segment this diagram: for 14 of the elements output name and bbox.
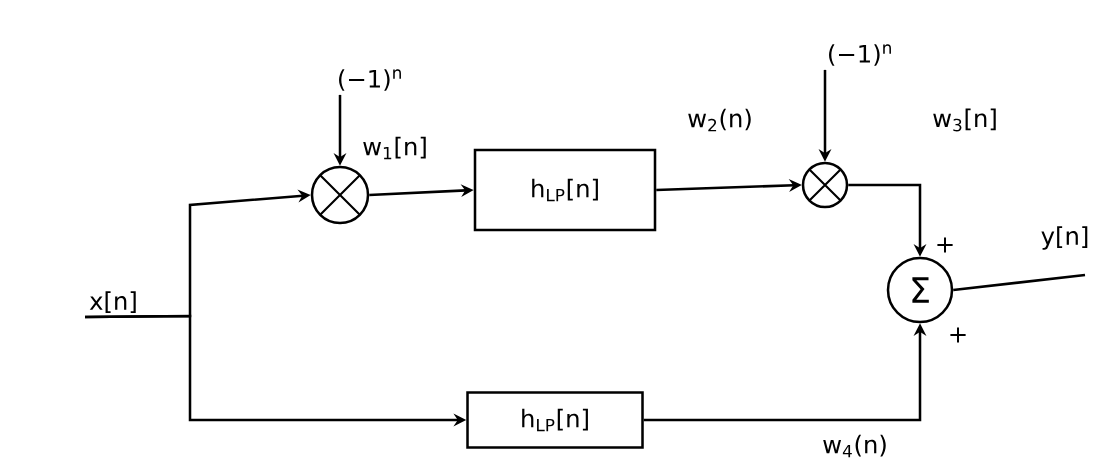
sign-label: + [950, 327, 966, 343]
edge-label: w$_{2}$(n) [685, 107, 755, 133]
filter-box: h$_{LP}$[n] [466, 391, 644, 449]
edge-label: w$_{1}$[n] [360, 135, 430, 161]
signal-text: (−1)$^{n}$ [829, 44, 891, 66]
multiplier-circle [310, 165, 370, 225]
signal-text: x[n] [89, 291, 136, 313]
edge-label: w$_{3}$[n] [930, 107, 1000, 133]
multiplier-circle [801, 161, 849, 209]
signal-text: (−1)$^{n}$ [339, 69, 401, 91]
edge-label: y[n] [1039, 224, 1091, 252]
sign-label: + [937, 237, 953, 253]
edge-label: w$_{4}$(n) [820, 433, 890, 459]
filter-box: h$_{LP}$[n] [473, 148, 657, 232]
